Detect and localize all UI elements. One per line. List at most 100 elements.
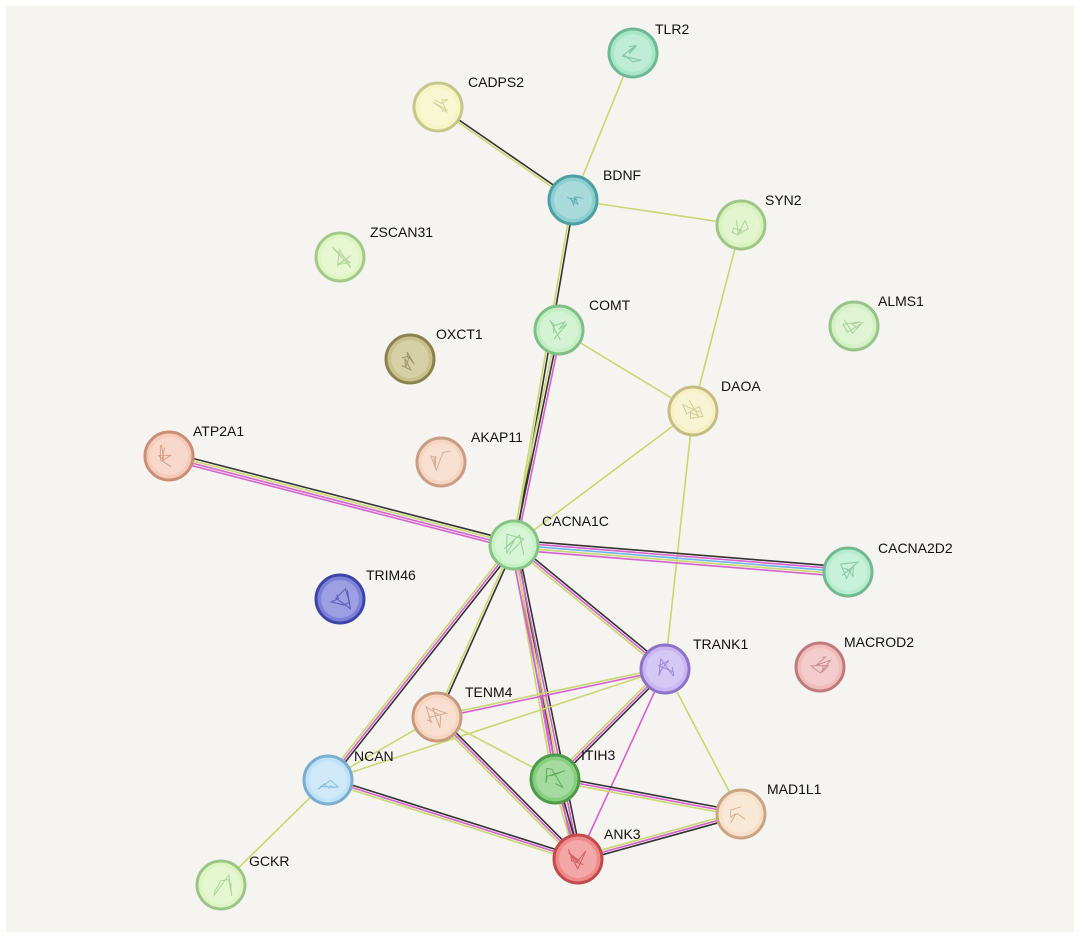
edge-evidence-strand [437, 669, 666, 719]
node-cacna2d2[interactable]: CACNA2D2 [822, 540, 953, 598]
protein-structure-icon [549, 319, 568, 341]
edge-evidence-strand [513, 548, 848, 578]
node-ncan[interactable]: NCAN [302, 748, 394, 806]
node-atp2a1[interactable]: ATP2A1 [143, 423, 244, 482]
node-macrod2[interactable]: MACROD2 [794, 634, 914, 693]
node-zscan31[interactable]: ZSCAN31 [314, 224, 433, 283]
protein-structure-icon [729, 806, 746, 824]
node-syn2[interactable]: SYN2 [715, 192, 802, 251]
node-circle[interactable] [529, 753, 581, 805]
protein-structure-icon [842, 319, 864, 335]
edge-COMT-CACNA1C [510, 329, 563, 546]
node-trim46[interactable]: TRIM46 [314, 567, 416, 625]
node-label: CACNA2D2 [878, 540, 953, 556]
node-circle[interactable] [822, 546, 874, 598]
protein-structure-icon [567, 196, 583, 208]
protein-structure-icon [545, 768, 566, 789]
edge-evidence-strand [327, 781, 578, 863]
node-comt[interactable]: COMT [533, 297, 631, 356]
node-akap11[interactable]: AKAP11 [415, 429, 523, 488]
node-inner-highlight [559, 840, 597, 878]
node-circle[interactable] [314, 231, 366, 283]
node-circle[interactable] [794, 641, 846, 693]
node-cadps2[interactable]: CADPS2 [412, 74, 524, 133]
node-label: NCAN [354, 748, 394, 764]
edge-BDNF-SYN2 [572, 199, 742, 226]
node-bdnf[interactable]: BDNF [547, 167, 641, 226]
node-circle[interactable] [639, 643, 691, 695]
node-label: TLR2 [655, 21, 689, 37]
edge-CACNA1C-NCAN [325, 543, 517, 782]
node-label: SYN2 [765, 192, 802, 208]
edge-evidence-strand [327, 779, 579, 860]
edge-evidence-strand [512, 199, 573, 545]
node-inner-highlight [646, 650, 684, 688]
node-trank1[interactable]: TRANK1 [639, 636, 748, 695]
node-inner-highlight [829, 553, 867, 591]
edge-evidence-strand [664, 668, 742, 815]
node-inner-highlight [835, 307, 873, 345]
edge-TENM4-ANK3 [434, 714, 581, 862]
protein-structure-icon [567, 849, 587, 871]
node-circle[interactable] [488, 519, 540, 571]
edge-evidence-strand [511, 546, 664, 672]
edge-evidence-strand [515, 330, 563, 546]
node-circle[interactable] [552, 833, 604, 885]
edge-evidence-strand [554, 778, 742, 815]
edge-DAOA-CACNA1C [513, 410, 694, 546]
edge-NCAN-ANK3 [327, 776, 579, 863]
node-label: TRANK1 [693, 636, 748, 652]
edge-evidence-strand [664, 410, 694, 670]
edge-evidence-strand [169, 451, 516, 543]
node-circle[interactable] [828, 300, 880, 352]
node-circle[interactable] [302, 754, 354, 806]
node-circle[interactable] [715, 788, 767, 840]
protein-structure-icon [432, 99, 449, 114]
edge-evidence-strand [438, 105, 575, 200]
node-itih3[interactable]: ITIH3 [529, 747, 615, 805]
node-label: CACNA1C [542, 513, 609, 529]
protein-structure-icon [503, 533, 525, 555]
protein-structure-icon [809, 656, 832, 674]
node-ank3[interactable]: ANK3 [552, 826, 641, 885]
edge-evidence-strand [577, 810, 741, 858]
node-daoa[interactable]: DAOA [667, 378, 761, 437]
edge-evidence-strand [436, 107, 573, 202]
protein-structure-icon [681, 400, 704, 419]
node-circle[interactable] [667, 385, 719, 437]
edge-SYN2-DAOA [692, 224, 742, 412]
edge-evidence-strand [438, 714, 581, 858]
edge-BDNF-CACNA1C [512, 199, 575, 546]
node-circle[interactable] [547, 174, 599, 226]
edge-CACNA1C-TENM4 [435, 544, 516, 718]
edge-evidence-strand [168, 456, 514, 547]
protein-structure-icon [213, 873, 233, 897]
node-circle[interactable] [412, 81, 464, 133]
edge-evidence-strand [167, 458, 514, 550]
node-circle[interactable] [415, 436, 467, 488]
node-circle[interactable] [715, 199, 767, 251]
node-alms1[interactable]: ALMS1 [828, 293, 924, 352]
protein-structure-icon [430, 450, 451, 472]
node-circle[interactable] [533, 304, 585, 356]
edge-evidence-strand [328, 776, 579, 858]
protein-structure-icon [621, 44, 642, 63]
node-circle[interactable] [314, 573, 366, 625]
node-label: MACROD2 [844, 634, 914, 650]
node-inner-highlight [540, 311, 578, 349]
node-tenm4[interactable]: TENM4 [411, 684, 513, 743]
edge-evidence-strand [555, 775, 742, 813]
node-tlr2[interactable]: TLR2 [607, 21, 689, 79]
edge-ITIH3-MAD1L1 [554, 775, 742, 818]
node-mad1l1[interactable]: MAD1L1 [715, 781, 822, 840]
node-oxct1[interactable]: OXCT1 [384, 326, 483, 385]
node-gckr[interactable]: GCKR [195, 853, 289, 911]
edge-evidence-strand [554, 668, 666, 780]
edge-evidence-strand [513, 410, 694, 546]
node-cacna1c[interactable]: CACNA1C [488, 513, 609, 571]
node-inner-highlight [495, 526, 533, 564]
edge-TRANK1-ANK3 [577, 668, 666, 860]
node-circle[interactable] [411, 691, 463, 743]
node-label: GCKR [249, 853, 289, 869]
node-circle[interactable] [607, 27, 659, 79]
